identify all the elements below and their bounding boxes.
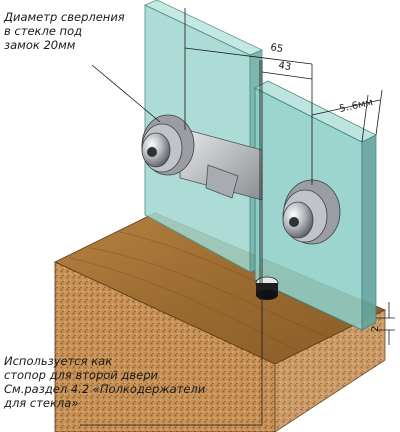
- dimension-thickness-label: 5..6мм: [338, 97, 374, 115]
- drill-diameter-note: Диаметр сверления в стекле под замок 20м…: [4, 10, 125, 52]
- dimension-65-label: 65: [269, 42, 283, 55]
- stopper-bumper: [255, 276, 279, 300]
- dimension-lines: [80, 8, 395, 426]
- dimension-gap-label: 2: [370, 326, 381, 332]
- wooden-base: [54, 212, 386, 432]
- dimension-43-label: 43: [277, 60, 291, 73]
- lock-cylinder-left: [141, 114, 195, 176]
- lock-cylinder-right: [282, 179, 341, 245]
- stopper-usage-note: Используется как стопор для второй двери…: [4, 354, 206, 410]
